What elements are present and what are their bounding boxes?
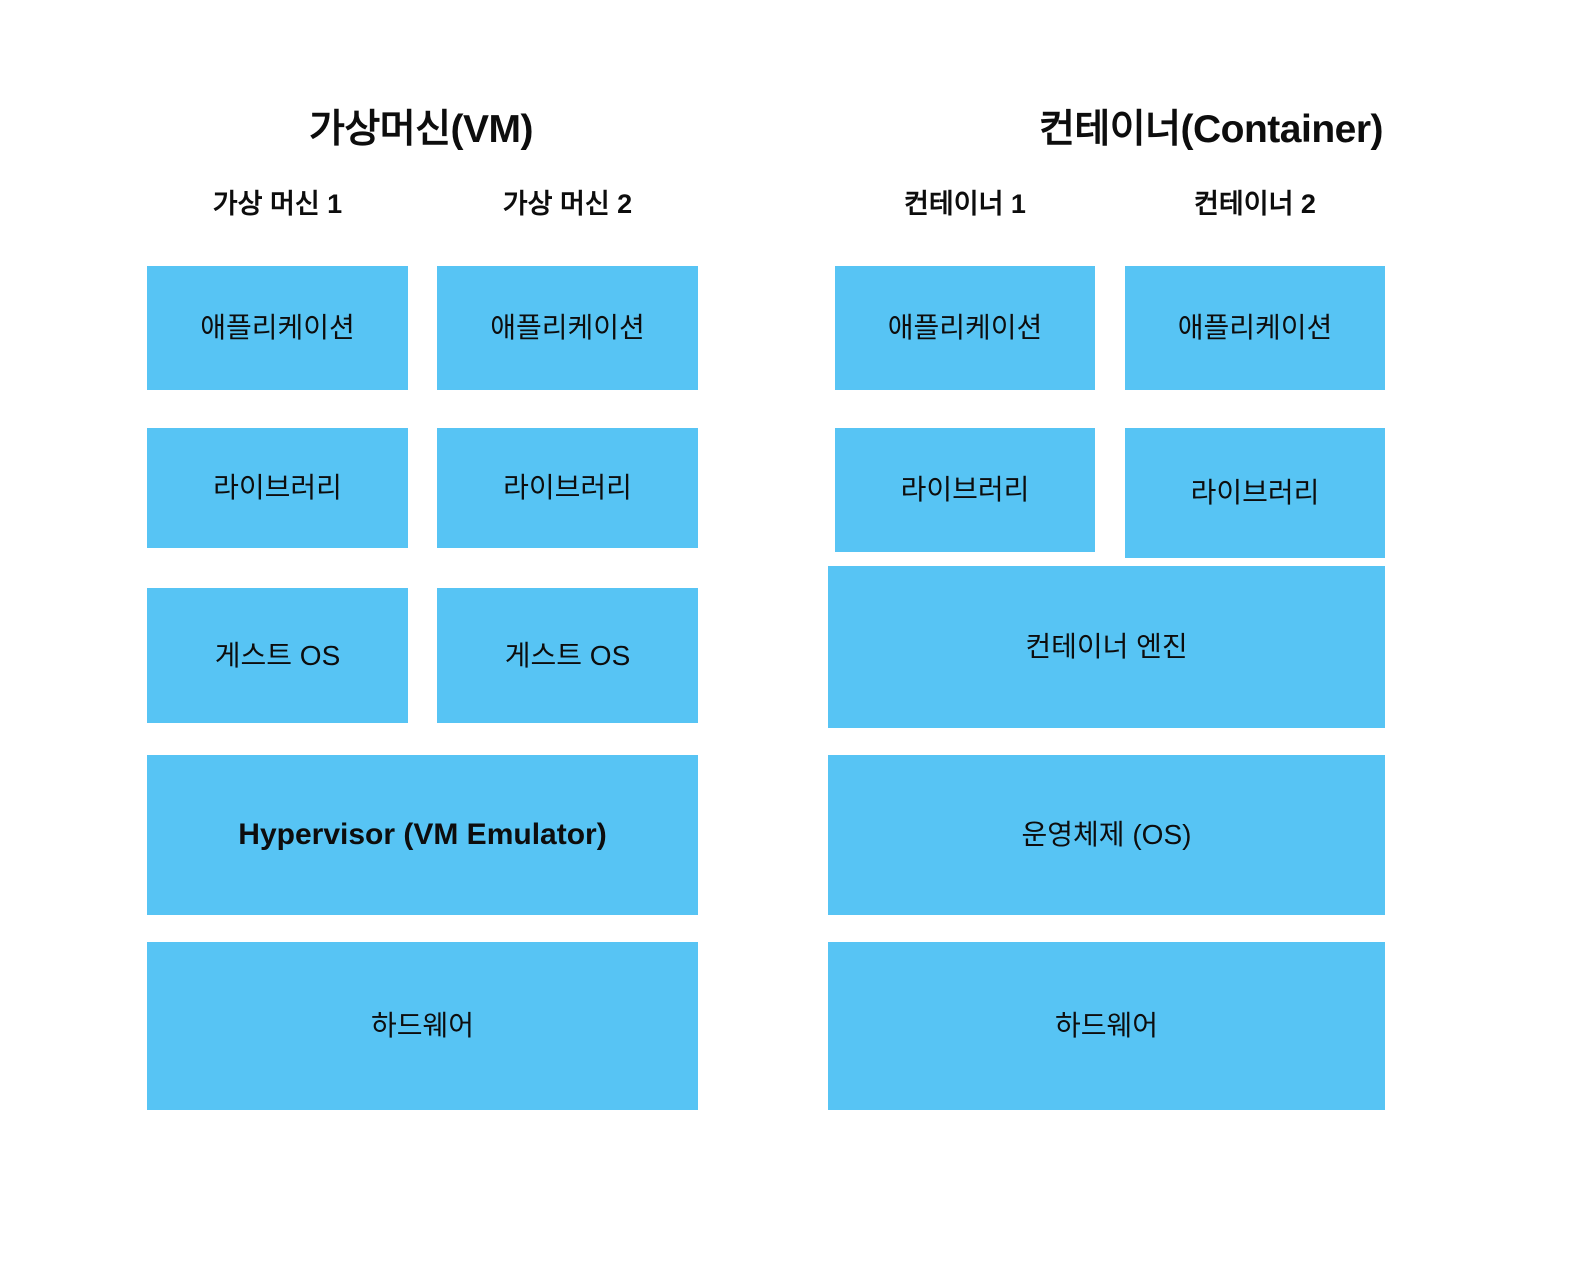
container-hardware-box: 하드웨어 — [828, 942, 1385, 1110]
container1-library-label: 라이브러리 — [900, 474, 1030, 506]
container-panel: 컨테이너(Container) — [798, 0, 1596, 1266]
vm-panel: 가상머신(VM) — [309, 108, 534, 151]
vm1-library-box: 라이브러리 — [147, 428, 408, 548]
vm-panel-title: 가상머신(VM) — [309, 108, 534, 152]
container-column-1-label: 컨테이너 1 — [904, 189, 1026, 219]
container-panel-title: 컨테이너(Container) — [1038, 108, 1384, 152]
vm1-library-label: 라이브러리 — [213, 472, 342, 504]
container1-library-box: 라이브러리 — [835, 428, 1095, 552]
container-column-2-label: 컨테이너 2 — [1194, 189, 1316, 219]
vm2-application-box: 애플리케이션 — [437, 266, 698, 390]
hypervisor-box: Hypervisor (VM Emulator) — [147, 755, 698, 915]
container-hardware-label: 하드웨어 — [1054, 1010, 1159, 1042]
container1-application-label: 애플리케이션 — [887, 312, 1043, 344]
vm1-guest-os-box: 게스트 OS — [147, 588, 408, 723]
container2-library-label: 라이브러리 — [1190, 477, 1320, 509]
vm1-application-box: 애플리케이션 — [147, 266, 408, 390]
vm-column-2-label: 가상 머신 2 — [502, 189, 633, 219]
container2-application-box: 애플리케이션 — [1125, 266, 1385, 390]
vm-column-1-label: 가상 머신 1 — [212, 189, 343, 219]
container2-application-label: 애플리케이션 — [1177, 312, 1333, 344]
hypervisor-label: Hypervisor (VM Emulator) — [238, 818, 607, 851]
vm2-library-label: 라이브러리 — [503, 472, 632, 504]
vm2-library-box: 라이브러리 — [437, 428, 698, 548]
container1-application-box: 애플리케이션 — [835, 266, 1095, 390]
vm1-application-label: 애플리케이션 — [200, 312, 355, 344]
container-engine-box: 컨테이너 엔진 — [828, 566, 1385, 728]
vm2-guest-os-box: 게스트 OS — [437, 588, 698, 723]
vm2-application-label: 애플리케이션 — [490, 312, 645, 344]
container-operating-system-label: 운영체제 (OS) — [1021, 819, 1192, 851]
vm-hardware-label: 하드웨어 — [370, 1010, 475, 1042]
container-engine-label: 컨테이너 엔진 — [1025, 631, 1188, 663]
container2-library-box: 라이브러리 — [1125, 428, 1385, 558]
vm-hardware-box: 하드웨어 — [147, 942, 698, 1110]
vm2-guest-os-label: 게스트 OS — [504, 639, 631, 671]
vm1-guest-os-label: 게스트 OS — [214, 639, 341, 671]
container-operating-system-box: 운영체제 (OS) — [828, 755, 1385, 915]
